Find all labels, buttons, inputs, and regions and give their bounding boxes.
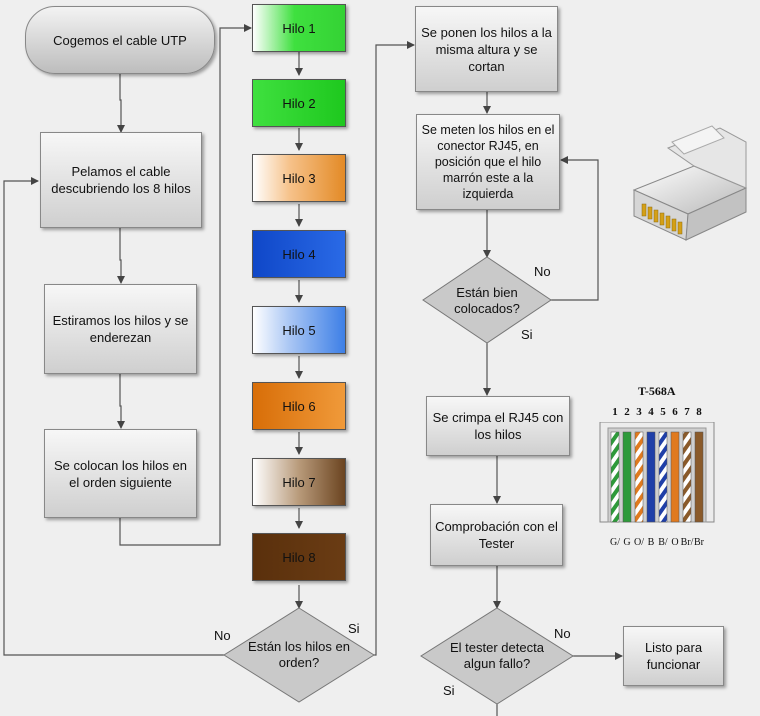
step-order-wires-label: Se colocan los hilos en el orden siguien… <box>54 457 187 490</box>
step-order-wires: Se colocan los hilos en el orden siguien… <box>44 429 197 518</box>
step-straighten-wires: Estiramos los hilos y se enderezan <box>44 284 197 374</box>
decision-order-no: No <box>214 628 231 643</box>
wire-5: Hilo 5 <box>252 306 346 354</box>
step-peel-cable-label: Pelamos el cable descubriendo los 8 hilo… <box>51 164 191 196</box>
wire-6-label: Hilo 6 <box>282 398 316 414</box>
wire-code: O <box>671 537 679 548</box>
pin-number: 3 <box>636 406 642 418</box>
decision-placed-label: Están bien colocados? <box>454 285 520 316</box>
decision-tester-yes: Si <box>443 683 455 698</box>
wire-3: Hilo 3 <box>252 154 346 202</box>
wire-1-label: Hilo 1 <box>282 20 316 36</box>
step-test: Comprobación con el Tester <box>430 504 563 566</box>
wire-8: Hilo 8 <box>252 533 346 581</box>
wire-code: G/ <box>610 537 620 548</box>
t568a-title: T-568A <box>638 384 676 398</box>
wire-2-label: Hilo 2 <box>282 95 316 111</box>
start-terminal: Cogemos el cable UTP <box>25 6 215 74</box>
rj45-connector-image <box>632 125 748 241</box>
step-insert-rj45-label: Se meten los hilos en el conector RJ45, … <box>421 123 555 201</box>
t568a-wires <box>599 422 715 523</box>
wire-4-label: Hilo 4 <box>282 246 316 262</box>
wire-4: Hilo 4 <box>252 230 346 278</box>
step-crimp: Se crimpa el RJ45 con los hilos <box>426 396 570 456</box>
wire-8-label: Hilo 8 <box>282 549 316 565</box>
wire-code: Br/ <box>680 537 694 548</box>
decision-placed-no: No <box>534 264 551 279</box>
wire-2: Hilo 2 <box>252 79 346 127</box>
step-peel-cable: Pelamos el cable descubriendo los 8 hilo… <box>40 132 202 228</box>
decision-tester-label: El tester detecta algun fallo? <box>450 640 544 671</box>
wire-6: Hilo 6 <box>252 382 346 430</box>
pin-number: 8 <box>696 406 702 418</box>
end-ready-label: Listo para funcionar <box>644 640 703 672</box>
step-cut-wires-label: Se ponen los hilos a la misma altura y s… <box>421 24 552 74</box>
wire-code: B <box>647 537 655 548</box>
t568a-diagram: T-568A 1 2 3 4 5 6 7 8 <box>594 384 720 550</box>
wire-5-label: Hilo 5 <box>282 322 316 338</box>
pin-number: 7 <box>684 406 690 418</box>
decision-order-label: Están los hilos en orden? <box>248 639 350 670</box>
decision-order-yes: Si <box>348 621 360 636</box>
step-test-label: Comprobación con el Tester <box>435 519 558 551</box>
decision-placed-yes: Si <box>521 327 533 342</box>
pin-number: 6 <box>672 406 678 418</box>
wire-1: Hilo 1 <box>252 4 346 52</box>
decision-shapes <box>223 256 574 705</box>
step-insert-rj45: Se meten los hilos en el conector RJ45, … <box>416 114 560 210</box>
wire-3-label: Hilo 3 <box>282 170 316 186</box>
pin-number: 5 <box>660 406 666 418</box>
decision-tester-no: No <box>554 626 571 641</box>
wire-code: Br <box>694 537 704 548</box>
wire-code: O/ <box>634 537 644 548</box>
wire-code: B/ <box>658 537 668 548</box>
end-ready: Listo para funcionar <box>623 626 724 686</box>
wire-code: G <box>623 537 631 548</box>
step-crimp-label: Se crimpa el RJ45 con los hilos <box>432 410 564 442</box>
pin-number: 2 <box>624 406 630 418</box>
wire-7-label: Hilo 7 <box>282 474 316 490</box>
start-label: Cogemos el cable UTP <box>53 32 187 48</box>
wire-7: Hilo 7 <box>252 458 346 506</box>
pin-number: 4 <box>648 406 654 418</box>
pin-number: 1 <box>612 406 618 418</box>
step-straighten-wires-label: Estiramos los hilos y se enderezan <box>52 313 189 345</box>
step-cut-wires: Se ponen los hilos a la misma altura y s… <box>415 6 558 92</box>
